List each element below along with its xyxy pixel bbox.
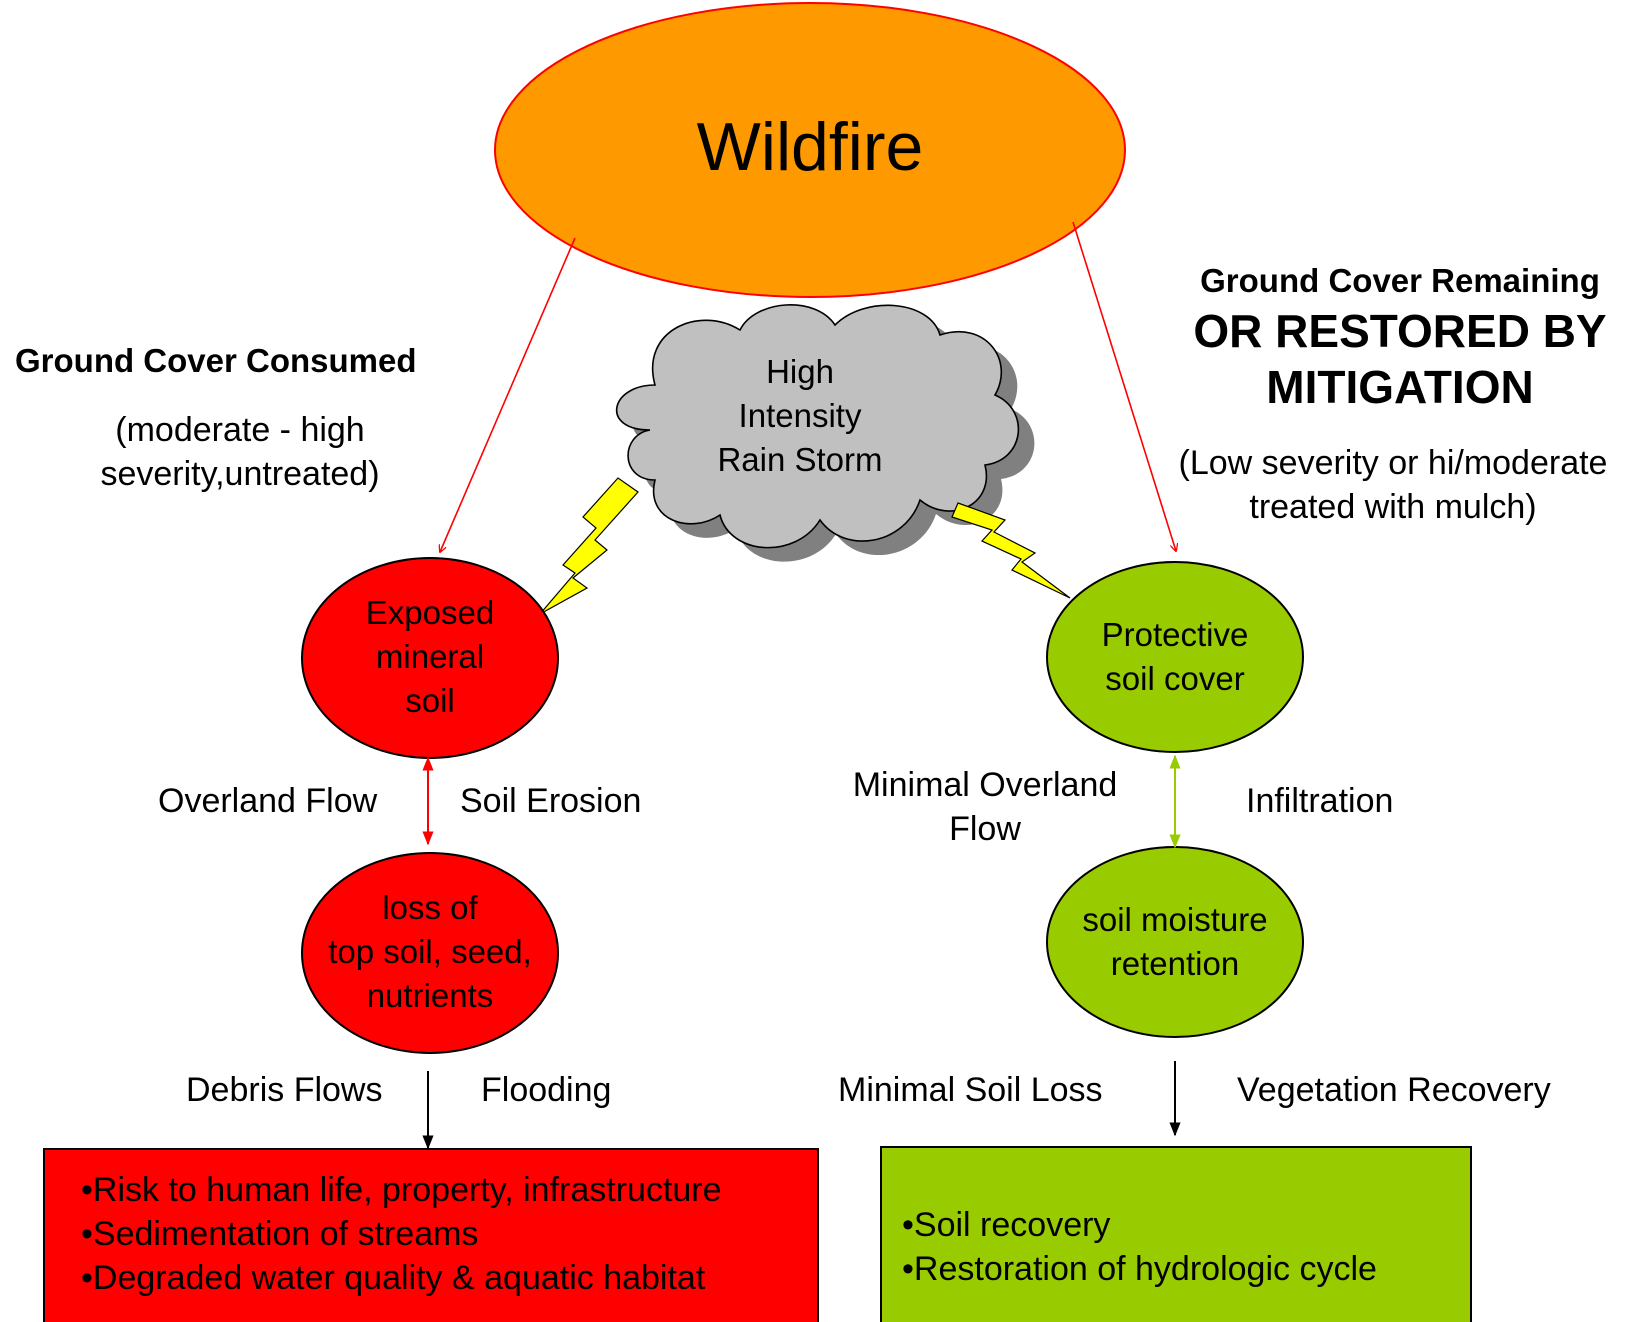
- rain-storm-cloud: [616, 304, 1020, 549]
- list-item: Soil recovery: [902, 1203, 1470, 1247]
- list-item: Degraded water quality & aquatic habitat: [81, 1256, 817, 1300]
- exposed-label-line3: soil: [405, 682, 455, 719]
- left-subheading-line1: (moderate - high: [115, 411, 365, 449]
- loss-label-line1: loss of: [382, 889, 478, 926]
- left-subheading-line2: severity,untreated): [100, 455, 380, 493]
- minimal-soil-loss-label: Minimal Soil Loss: [838, 1071, 1103, 1109]
- right-outcomes-list: Soil recovery Restoration of hydrologic …: [882, 1148, 1470, 1291]
- restored-by-mitigation-line2: MITIGATION: [1266, 361, 1534, 413]
- loss-label-line3: nutrients: [366, 977, 494, 1014]
- right-subheading-line1: (Low severity or hi/moderate: [1178, 444, 1608, 482]
- moisture-label-line2: retention: [1110, 945, 1240, 982]
- arrow-wildfire-to-protective: [1072, 221, 1176, 551]
- overland-flow-label: Overland Flow: [158, 782, 378, 820]
- cloud-label-line3: Rain Storm: [717, 441, 883, 478]
- cloud-label-line2: Intensity: [738, 397, 862, 434]
- soil-erosion-label: Soil Erosion: [460, 782, 642, 820]
- wildfire-title: Wildfire: [696, 109, 924, 185]
- lightning-bolt-right: [951, 502, 1071, 599]
- list-item: Risk to human life, property, infrastruc…: [81, 1168, 817, 1212]
- protective-soil-cover-node: [1046, 561, 1304, 753]
- restored-by-mitigation-line1: OR RESTORED BY: [1193, 305, 1607, 357]
- arrow-wildfire-to-exposed: [440, 237, 576, 552]
- protective-label-line1: Protective: [1101, 616, 1249, 653]
- moisture-label-line1: soil moisture: [1082, 901, 1268, 938]
- loss-label-line2: top soil, seed,: [328, 933, 532, 970]
- exposed-label-line1: Exposed: [365, 594, 495, 631]
- wildfire-node: [494, 2, 1126, 298]
- list-item: Restoration of hydrologic cycle: [902, 1247, 1470, 1291]
- ground-cover-remaining-heading: Ground Cover Remaining: [1200, 262, 1600, 299]
- minimal-overland-flow-line1: Minimal Overland: [852, 766, 1118, 804]
- list-item: Sedimentation of streams: [81, 1212, 817, 1256]
- minimal-overland-flow-line2: Flow: [949, 810, 1021, 848]
- right-subheading-line2: treated with mulch): [1249, 488, 1537, 526]
- exposed-label-line2: mineral: [375, 638, 485, 675]
- left-outcomes-box: Risk to human life, property, infrastruc…: [43, 1148, 819, 1322]
- left-outcomes-list: Risk to human life, property, infrastruc…: [45, 1150, 817, 1300]
- ground-cover-consumed-heading: Ground Cover Consumed: [15, 342, 417, 379]
- flooding-label: Flooding: [481, 1071, 612, 1109]
- cloud-label-line1: High: [766, 353, 834, 390]
- debris-flows-label: Debris Flows: [186, 1071, 383, 1109]
- vegetation-recovery-label: Vegetation Recovery: [1237, 1071, 1551, 1109]
- right-outcomes-box: Soil recovery Restoration of hydrologic …: [880, 1146, 1472, 1322]
- infiltration-label: Infiltration: [1246, 782, 1394, 820]
- protective-label-line2: soil cover: [1105, 660, 1245, 697]
- lightning-bolt-left: [539, 477, 639, 615]
- loss-of-topsoil-node: [301, 852, 559, 1054]
